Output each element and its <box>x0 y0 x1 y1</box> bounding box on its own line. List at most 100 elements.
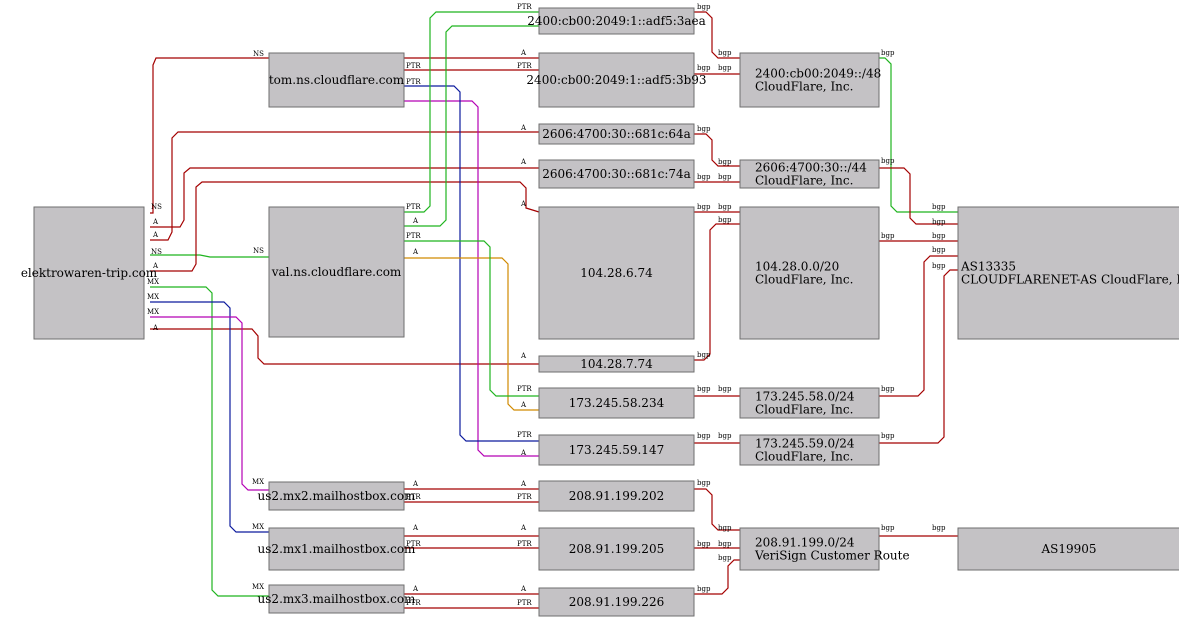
edge-line <box>694 488 740 531</box>
node-mx3[interactable]: us2.mx3.mailhostbox.com <box>258 584 417 614</box>
edge-root-mx3 <box>150 286 269 597</box>
edge-label: A <box>520 401 527 409</box>
edge-ip202-pfx199 <box>694 488 740 531</box>
node-ip58[interactable]: 173.245.58.234 <box>538 387 695 419</box>
edge-label-source: PTR <box>406 599 421 607</box>
node-ip226[interactable]: 208.91.199.226 <box>538 587 695 617</box>
edge-label-source: bgp <box>932 524 946 532</box>
node-v6c[interactable]: 2606:4700:30::681c:64a <box>538 123 695 145</box>
edge-label-source: bgp <box>718 385 732 393</box>
edge-label: bgp <box>697 64 711 72</box>
edge-label: A <box>520 124 527 132</box>
edge-label: bgp <box>881 432 895 440</box>
edge-label: NS <box>253 50 264 58</box>
node-box <box>268 584 405 614</box>
edge-label-source: MX <box>147 308 159 316</box>
edge-labels-layer: NSNSAAAAMXMXMXAPTRPTRAPTRPTRAPTRPTRAAPTR… <box>147 3 946 607</box>
node-box <box>739 387 880 419</box>
edge-label: PTR <box>517 540 532 548</box>
edge-label-source: bgp <box>932 262 946 270</box>
edges-layer <box>150 11 958 609</box>
edge-label-source: A <box>152 231 159 239</box>
edge-label: bgp <box>697 203 711 211</box>
edge-label-source: A <box>412 480 419 488</box>
edge-label: A <box>520 449 527 457</box>
node-v6a[interactable]: 2400:cb00:2049:1::adf5:3aea <box>527 7 706 35</box>
node-root[interactable]: elektrowaren-trip.com <box>21 206 158 340</box>
edge-label: bgp <box>697 585 711 593</box>
edge-label-source: bgp <box>718 524 732 532</box>
edge-line <box>879 57 958 213</box>
node-box <box>739 434 880 466</box>
edge-line <box>404 25 539 227</box>
edge-v6c-pfx44 <box>694 133 740 167</box>
node-box <box>538 480 695 512</box>
edge-val-ip58 <box>404 257 539 411</box>
node-ip774[interactable]: 104.28.7.74 <box>538 355 695 373</box>
edge-label-source: A <box>152 218 159 226</box>
edge-label: bgp <box>697 351 711 359</box>
edge-label: bgp <box>881 524 895 532</box>
node-box <box>957 527 1179 571</box>
edge-line <box>150 254 269 258</box>
node-label: 173.245.59.147 <box>569 443 664 457</box>
edge-line <box>150 316 269 491</box>
node-ip674[interactable]: 104.28.6.74 <box>538 206 695 340</box>
node-ip202[interactable]: 208.91.199.202 <box>538 480 695 512</box>
edge-label: A <box>520 480 527 488</box>
node-v6b[interactable]: 2400:cb00:2049:1::adf5:3b93 <box>526 52 707 108</box>
edge-label: A <box>520 158 527 166</box>
edge-label: NS <box>253 247 264 255</box>
edge-root-tom <box>150 57 269 214</box>
node-mx2[interactable]: us2.mx2.mailhostbox.com <box>258 481 417 511</box>
node-box <box>268 206 405 338</box>
edge-line <box>150 328 539 365</box>
node-as19905[interactable]: AS19905 <box>957 527 1179 571</box>
node-box <box>268 481 405 511</box>
edge-label-source: MX <box>147 278 159 286</box>
edge-ip774-pfx20 <box>694 223 740 361</box>
edge-label: PTR <box>517 3 532 11</box>
node-label: 2606:4700:30::/44 <box>755 161 867 175</box>
edge-tom-ip59 <box>404 100 539 457</box>
node-mx1[interactable]: us2.mx1.mailhostbox.com <box>258 527 417 571</box>
edge-line <box>150 57 269 214</box>
edge-line <box>694 559 740 595</box>
node-box <box>268 527 405 571</box>
edge-label: MX <box>252 583 264 591</box>
edge-line <box>879 255 958 397</box>
node-box <box>538 355 695 373</box>
edge-label: bgp <box>697 479 711 487</box>
edge-label-source: A <box>152 324 159 332</box>
node-box <box>538 387 695 419</box>
edge-label: PTR <box>517 493 532 501</box>
node-val[interactable]: val.ns.cloudflare.com <box>268 206 405 338</box>
edge-label-source: PTR <box>406 232 421 240</box>
node-v6d[interactable]: 2606:4700:30::681c:74a <box>538 159 695 189</box>
edge-label-source: A <box>412 524 419 532</box>
node-label: 173.245.58.234 <box>569 396 665 410</box>
node-label: CloudFlare, Inc. <box>755 80 853 94</box>
edge-label: bgp <box>697 3 711 11</box>
node-ip205[interactable]: 208.91.199.205 <box>538 527 695 571</box>
edge-label-source: bgp <box>718 554 732 562</box>
node-box <box>538 52 695 108</box>
edge-line <box>150 167 539 228</box>
node-label: CloudFlare, Inc. <box>755 450 853 464</box>
edge-label: MX <box>252 523 264 531</box>
edge-label-source: PTR <box>406 78 421 86</box>
edge-v6a-val <box>404 11 539 213</box>
node-ip59[interactable]: 173.245.59.147 <box>538 434 695 466</box>
edge-label-source: MX <box>147 293 159 301</box>
node-label: 2606:4700:30::681c:74a <box>542 167 691 181</box>
edge-root-mx1 <box>150 301 269 533</box>
node-tom[interactable]: tom.ns.cloudflare.com <box>268 52 405 108</box>
edge-label: A <box>520 49 527 57</box>
